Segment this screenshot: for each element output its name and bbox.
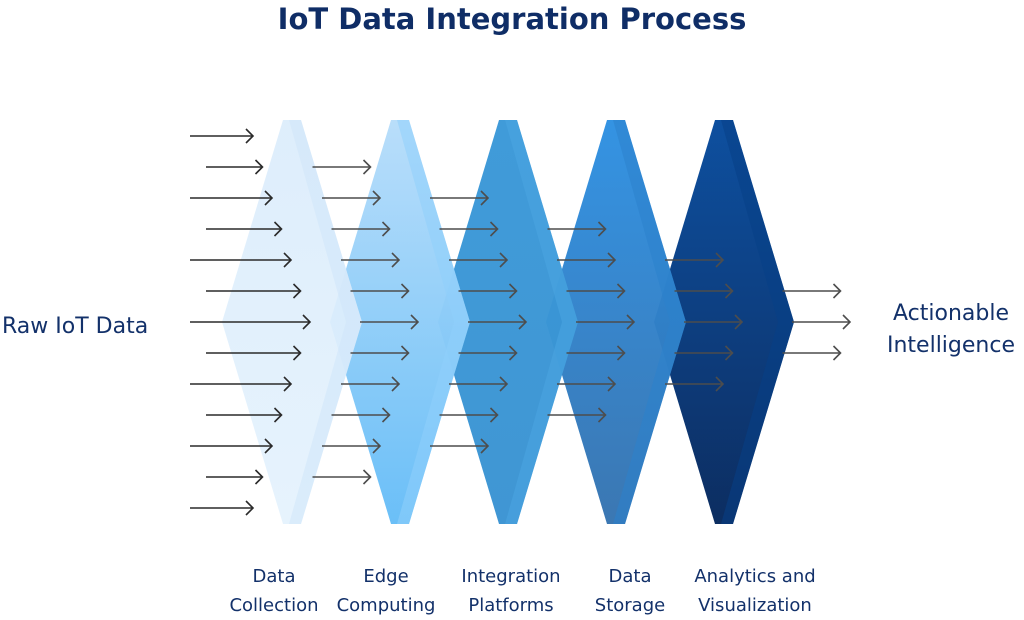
- flow-arrow: [341, 252, 401, 268]
- flow-arrow: [206, 345, 302, 361]
- flow-arrow: [458, 283, 518, 299]
- stage-facet-data-collection: [289, 120, 362, 524]
- flow-arrow: [449, 376, 509, 392]
- flow-arrow: [190, 314, 312, 330]
- stage-facet-integration-platforms: [505, 120, 578, 524]
- flow-arrow: [190, 190, 274, 206]
- stage-label-line: Computing: [336, 595, 436, 616]
- stage-label-edge-computing: Edge Computing: [311, 562, 461, 620]
- flow-arrow: [674, 283, 734, 299]
- flow-arrow: [430, 438, 490, 454]
- flow-arrow: [206, 283, 302, 299]
- flow-arrow: [566, 283, 626, 299]
- output-label: Actionable Intelligence: [866, 298, 1024, 362]
- stage-facet-data-storage: [613, 120, 686, 524]
- stage-label-line: Collection: [229, 595, 319, 616]
- flow-arrow: [206, 159, 264, 175]
- stage-label-line: Visualization: [698, 595, 812, 616]
- stage-label-line: Edge: [363, 566, 409, 587]
- stage-facet-analytics-visualization: [721, 120, 794, 524]
- flow-arrow: [449, 252, 509, 268]
- stage-label-line: Integration: [461, 566, 561, 587]
- flow-arrow: [439, 407, 499, 423]
- input-label: Raw IoT Data: [2, 314, 149, 339]
- flow-arrow: [674, 345, 734, 361]
- flow-arrow: [350, 345, 410, 361]
- flow-arrow: [684, 314, 744, 330]
- flow-arrow: [350, 283, 410, 299]
- flow-arrow: [576, 314, 636, 330]
- flow-arrow: [360, 314, 420, 330]
- flow-arrow: [331, 407, 391, 423]
- flow-arrow: [190, 500, 255, 516]
- stage-label-analytics-visualization: Analytics and Visualization: [680, 562, 830, 620]
- stage-label-integration-platforms: Integration Platforms: [436, 562, 586, 620]
- stage-label-line: Platforms: [468, 595, 554, 616]
- output-label-line-1: Actionable: [893, 301, 1009, 326]
- flow-arrow: [206, 221, 283, 237]
- flow-arrow: [566, 345, 626, 361]
- output-label-line-2: Intelligence: [886, 333, 1015, 358]
- flow-arrow: [665, 252, 725, 268]
- stage-facet-edge-computing: [397, 120, 470, 524]
- stage-label-data-storage: Data Storage: [555, 562, 705, 620]
- diagram-title: IoT Data Integration Process: [277, 2, 747, 36]
- flow-arrow: [190, 128, 255, 144]
- flow-arrow: [792, 314, 852, 330]
- flow-arrow: [312, 469, 372, 485]
- flow-arrow: [458, 345, 518, 361]
- flow-arrow: [322, 438, 382, 454]
- flow-arrow: [430, 190, 490, 206]
- flow-arrow: [547, 407, 607, 423]
- flow-arrow: [557, 252, 617, 268]
- flow-arrow: [190, 252, 293, 268]
- flow-arrow: [782, 283, 842, 299]
- flow-arrow: [190, 376, 293, 392]
- flow-arrow: [468, 314, 528, 330]
- flow-arrow: [557, 376, 617, 392]
- flow-arrow: [665, 376, 725, 392]
- flow-arrow: [312, 159, 372, 175]
- stage-label-line: Data: [608, 566, 652, 587]
- stage-label-data-collection: Data Collection: [199, 562, 349, 620]
- flow-arrow: [547, 221, 607, 237]
- stage-label-line: Analytics and: [694, 566, 816, 587]
- flow-arrow: [782, 345, 842, 361]
- stage-label-line: Storage: [594, 595, 666, 616]
- flow-arrow: [190, 438, 274, 454]
- flow-arrow: [331, 221, 391, 237]
- stage-label-line: Data: [252, 566, 296, 587]
- flow-arrow: [341, 376, 401, 392]
- flow-arrow: [322, 190, 382, 206]
- flow-arrow: [206, 407, 283, 423]
- flow-arrow: [439, 221, 499, 237]
- flow-arrow: [206, 469, 264, 485]
